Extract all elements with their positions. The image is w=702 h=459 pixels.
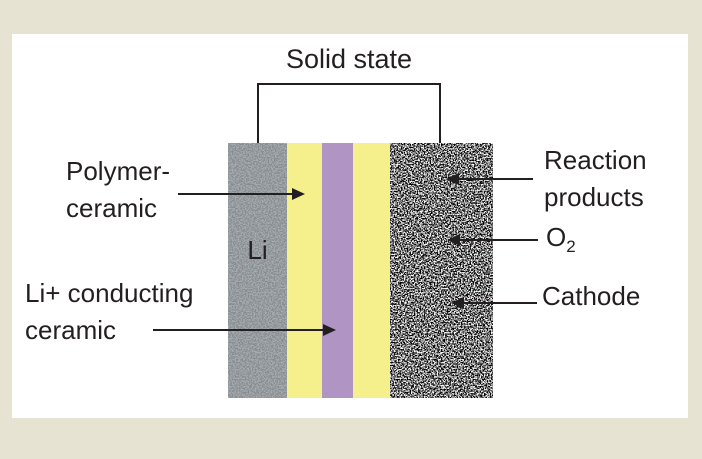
arrow-shaft (460, 238, 538, 242)
arrowhead-right-icon (292, 188, 305, 200)
arrow-cathode (451, 297, 537, 310)
reaction-products-line1: Reaction (544, 145, 647, 175)
arrowhead-left-icon (446, 173, 459, 185)
layer-polymer-ceramic-right (353, 143, 390, 398)
arrowhead-left-icon (447, 234, 460, 246)
li-label: Li (247, 235, 268, 265)
arrow-shaft (459, 177, 533, 181)
o2-subscript: 2 (566, 237, 576, 257)
callout-reaction-products: Reaction products (544, 142, 647, 216)
metal-grain-texture (228, 143, 287, 398)
callout-li-conducting-ceramic: Li+ conducting ceramic (25, 275, 193, 349)
arrow-li-conducting-ceramic (153, 324, 336, 337)
arrowhead-left-icon (451, 297, 464, 309)
callout-polymer-ceramic: Polymer- ceramic (66, 153, 170, 227)
arrow-reaction-products (446, 173, 533, 186)
arrow-o2 (447, 234, 538, 247)
layer-polymer-ceramic-left (287, 143, 322, 398)
li-conducting-line1: Li+ conducting (25, 278, 194, 308)
polymer-ceramic-line1: Polymer- (66, 156, 171, 186)
callout-cathode: Cathode (542, 281, 641, 311)
arrow-shaft (178, 192, 292, 196)
layer-li-conducting-ceramic (322, 143, 353, 398)
arrow-shaft (464, 301, 537, 305)
li-conducting-line2: ceramic (25, 315, 117, 345)
callout-o2: O2 (546, 219, 576, 265)
o2-symbol: O (546, 222, 567, 252)
arrow-polymer-ceramic (178, 188, 305, 201)
layer-cathode (390, 143, 493, 398)
arrow-shaft (153, 328, 323, 332)
layer-lithium-anode: Li (228, 143, 287, 398)
solid-state-bracket (257, 83, 441, 143)
arrowhead-right-icon (323, 324, 336, 336)
polymer-ceramic-line2: ceramic (66, 193, 158, 223)
solid-state-label: Solid state (285, 44, 413, 74)
cathode-speckle-texture (390, 143, 493, 398)
reaction-products-line2: products (544, 182, 644, 212)
